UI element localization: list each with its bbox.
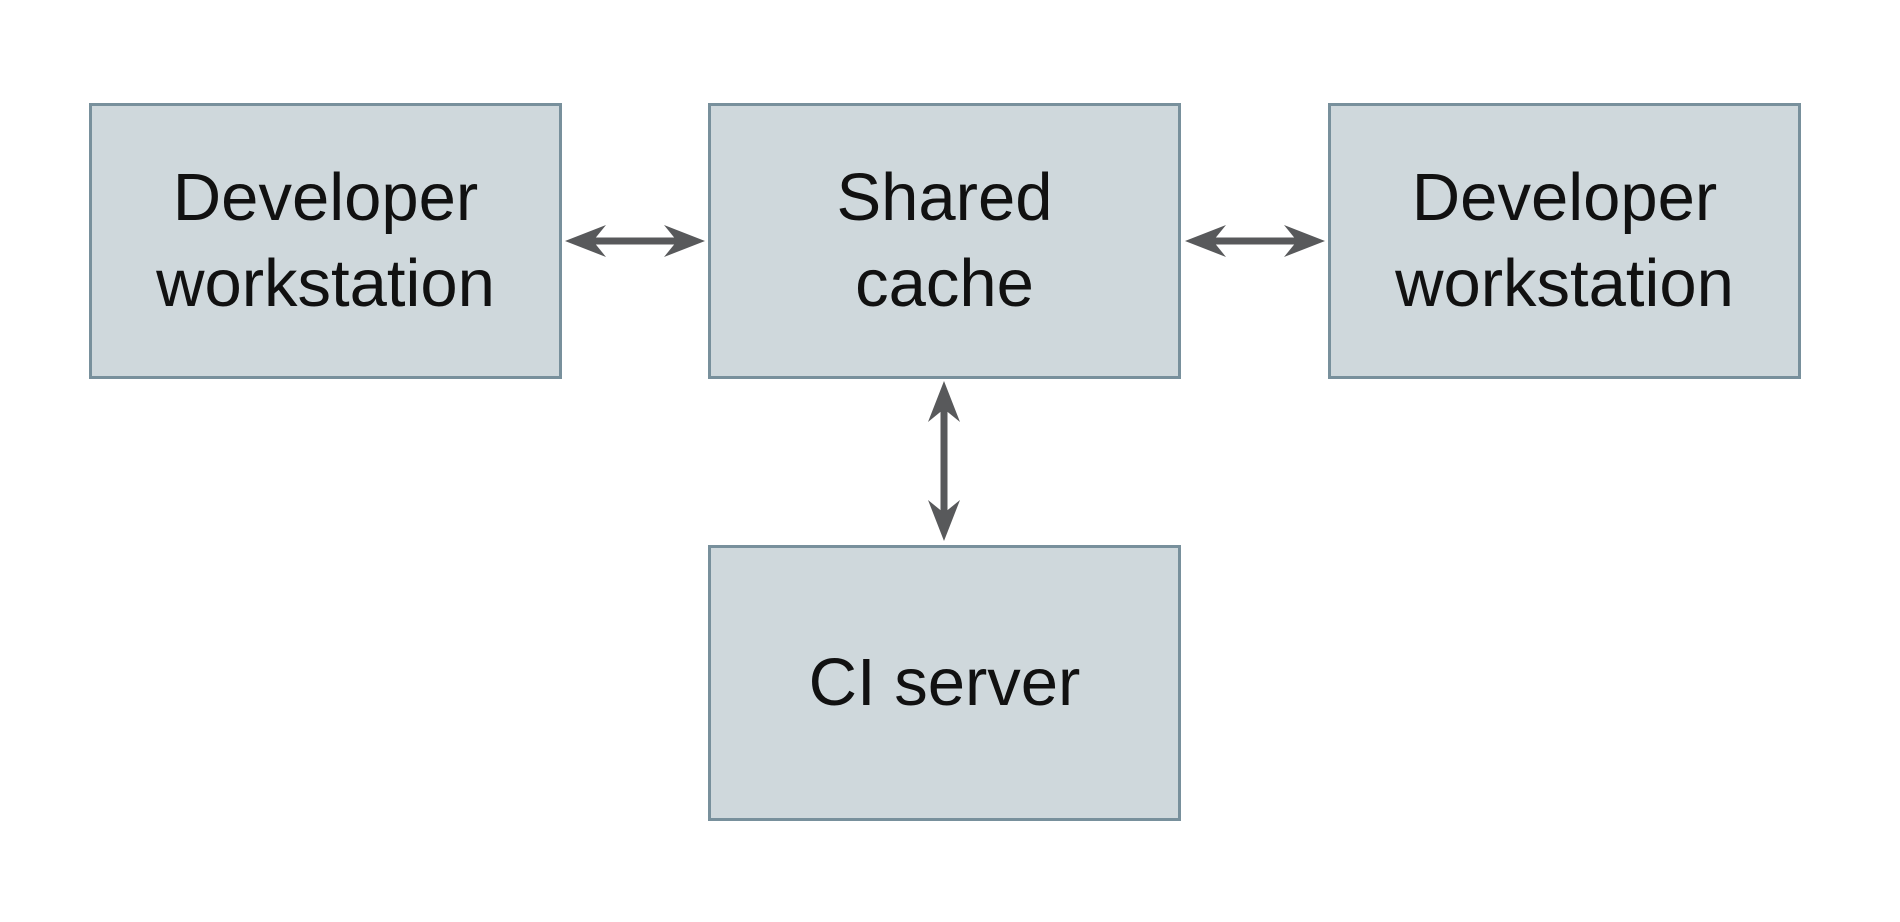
node-developer-workstation-right: Developer workstation: [1328, 103, 1801, 379]
arrow-cache-ci-server: [928, 381, 960, 541]
arrow-cache-right-workstation: [1185, 225, 1325, 257]
arrow-left-workstation-cache: [565, 225, 705, 257]
node-developer-workstation-left-label: Developer workstation: [156, 160, 495, 321]
node-ci-server: CI server: [708, 545, 1181, 821]
node-shared-cache: Shared cache: [708, 103, 1181, 379]
node-developer-workstation-left: Developer workstation: [89, 103, 562, 379]
node-ci-server-label: CI server: [808, 645, 1081, 721]
node-developer-workstation-right-label: Developer workstation: [1395, 160, 1734, 321]
node-shared-cache-label: Shared cache: [836, 160, 1053, 321]
